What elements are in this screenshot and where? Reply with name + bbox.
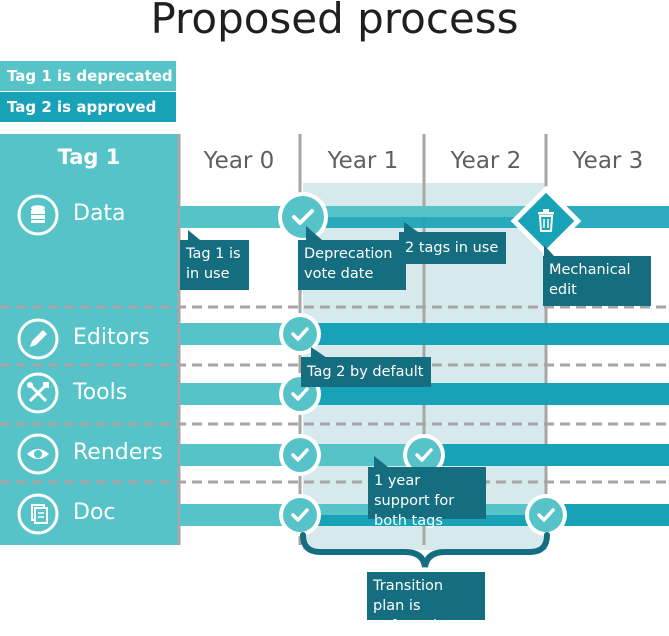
tag-sidebar [0,134,178,545]
data-row-bars [180,206,669,228]
year-1-header: Year 1 [327,148,399,174]
check-icon [278,192,328,242]
callout-tag1-in-use: Tag 1 is in use [180,240,249,290]
row-label-editors: Editors [73,325,150,350]
callout-one-year-support: 1 year support for both tags [368,467,486,529]
check-milestones [278,192,567,536]
callout-mechanical-edit: Mechanical edit [543,256,651,306]
check-icon [279,434,321,476]
check-icon [403,434,445,476]
document-icon [17,493,59,535]
editors-row-bars [180,323,669,345]
pencil-icon [17,318,59,360]
callout-pointers [188,222,554,467]
check-icon [279,313,321,355]
transition-brace [300,532,550,568]
row-label-renders: Renders [73,440,163,465]
callout-transition-plan: Transition plan is enforced [367,572,485,634]
year-2-header: Year 2 [450,148,522,174]
tools-row-bars [180,383,669,405]
callout-tag2-default: Tag 2 by default [301,357,431,387]
database-icon [17,194,59,236]
check-icon [279,494,321,536]
check-icon [525,494,567,536]
callout-two-tags: 2 tags in use [399,232,506,264]
callout-deprecation-vote: Deprecation vote date [298,240,406,290]
row-label-tools: Tools [73,380,128,405]
row-label-doc: Doc [73,500,116,525]
tools-icon [17,372,59,414]
legend-approved: Tag 2 is approved [0,92,176,122]
legend-deprecated: Tag 1 is deprecated [0,61,176,91]
year-0-header: Year 0 [203,148,275,174]
tag-header: Tag 1 [57,145,121,169]
row-label-data: Data [73,201,126,226]
eye-icon [17,433,59,475]
year-3-header: Year 3 [572,148,644,174]
diagram-title: Proposed process [150,0,519,43]
